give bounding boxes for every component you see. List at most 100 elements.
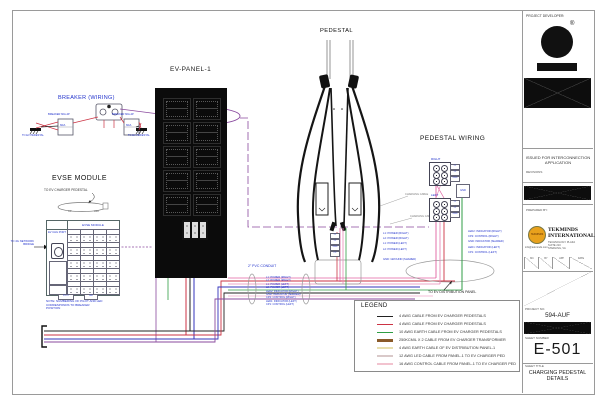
- tb-divider: [522, 204, 593, 205]
- legend-item: 16 AWG CONTROL CABLE FROM PANEL-1 TO EV …: [369, 360, 517, 368]
- wire-label: L2: POWER (LEFT): [383, 247, 407, 251]
- sheet-title-label: SHEET TITLE: [525, 364, 544, 368]
- sheet-title: CHARGING PEDESTAL DETAILS: [528, 370, 587, 383]
- right-pin-gnd: GND: [450, 176, 460, 182]
- legend-item: 4 AWG CABLE FROM EV CHARGER PEDESTALS: [369, 320, 517, 328]
- legend-swatch: [377, 347, 393, 349]
- legend-label: 4 AWG CABLE FROM EV CHARGER PEDESTALS: [399, 322, 486, 326]
- legend-item: 10 AWG EARTH CABLE FROM EV CHARGER PEDES…: [369, 328, 517, 336]
- breaker-tag-right: BREAKER 60A-2P: [112, 113, 134, 116]
- power-label-stack: L1: POWER (RIGHT) L2: POWER (RIGHT) L1: …: [383, 231, 409, 252]
- breaker-wiring-title: BREAKER (WIRING): [58, 95, 115, 101]
- company-address: TECHNOLOGY PLAZA SUITE 210 STERLING, VA: [548, 241, 575, 251]
- panel-breaker-cell: [193, 194, 221, 216]
- legend-label: 12 AWG LED CABLE FROM PANEL-1 TO EV CHAR…: [399, 354, 505, 358]
- legend-rows: 4 AWG CABLE FROM EV CHARGER PEDESTALS 4 …: [369, 312, 517, 368]
- evse-pilot-box: PILOT: [58, 294, 74, 300]
- evse-terminal-block: [80, 281, 94, 295]
- evse-terminal-block: [80, 255, 94, 269]
- pedestal-pin-l2: L2: [330, 239, 340, 245]
- rev-col-app: APP: [552, 257, 570, 269]
- wire-label: GND: INDICATOR (SHARED): [468, 240, 504, 244]
- network-icon: [54, 246, 63, 257]
- to-4g-network-bridge-label: TO 4G NETWORK BRIDGE: [10, 239, 34, 247]
- address-line: STERLING, VA: [548, 247, 566, 251]
- evse-terminal-block: [80, 229, 94, 243]
- panel-terminal-block: [182, 220, 208, 240]
- pedestal-pin-cp: CP: [330, 251, 340, 257]
- breaker-right-rating: 60A: [126, 123, 132, 127]
- company-name-line2: INTERNATIONAL: [548, 233, 595, 239]
- evse-terminal-grid: [67, 229, 120, 295]
- panel-breaker-cell: [163, 146, 191, 168]
- prepared-by-label: PREPARED BY:: [526, 208, 548, 212]
- panel-breaker-cell: [163, 98, 191, 120]
- company-name-line1: TEKMINDS: [548, 227, 578, 233]
- panel-breaker-cell: [193, 146, 221, 168]
- breaker-left-rating: 60A: [60, 123, 66, 127]
- to-ev-pedestal-right-label: TO EV PEDESTAL: [128, 134, 150, 137]
- to-ev-charger-pedestal-label: TO EV CHARGER PEDESTAL: [44, 188, 88, 192]
- tb-divider: [522, 148, 593, 149]
- legend-label: 4 AWG EARTH CABLE OF EV DISTRIBUTION PAN…: [399, 346, 496, 350]
- project-developer-label: PROJECT DEVELOPER:: [526, 14, 565, 18]
- evse-terminal-block: [80, 268, 94, 282]
- evse-terminal-block: [80, 242, 94, 256]
- legend-item: 4 AWG CABLE FROM EV CHARGER PEDESTALS: [369, 312, 517, 320]
- evse-terminal-block: [106, 229, 120, 243]
- pedestal-wiring-right-block: [429, 162, 451, 186]
- terminal-circle: [433, 165, 440, 172]
- evse-terminal-block: [67, 242, 81, 256]
- evse-terminal-block: [93, 229, 107, 243]
- conduit-bundle-label-stack: L1: POWER (RIGHT) L2: POWER (RIGHT) L1: …: [266, 276, 301, 307]
- panel-breaker-cell: [193, 122, 221, 144]
- to-ev-distribution-panel-label: TO EV DISTRIBUTION PANEL: [428, 290, 477, 294]
- developer-logo: [541, 26, 573, 58]
- right-pin-l2: L2: [450, 170, 460, 176]
- legend-item: 12 AWG LED CABLE FROM PANEL-1 TO EV CHAR…: [369, 352, 517, 360]
- left-pin-gnd: GND: [450, 212, 460, 218]
- rev-col-no: NO.: [524, 257, 539, 269]
- evse-note: NOTE: NUMBERING OF PILOT AND LED CORRESP…: [46, 299, 103, 311]
- terminal-circle: [441, 165, 448, 172]
- terminal-cell: [200, 222, 206, 238]
- wire-label: L2: POWER (RIGHT): [383, 237, 409, 241]
- evse-terminal-block: [106, 281, 120, 295]
- wire-label: L2: POWER (LEFT): [266, 286, 289, 290]
- legend-label: 10 AWG EARTH CABLE FROM EV CHARGER PEDES…: [399, 330, 502, 334]
- tb-divider: [522, 363, 593, 364]
- ev-panel-body: [155, 88, 227, 278]
- evse-left-aux-block: [49, 261, 67, 285]
- legend-label: 250KCMIL X 2 CABLE FROM EV CHARGER TRANS…: [399, 338, 506, 342]
- wire-label: GND: INDICATOR (SHARED): [266, 293, 301, 297]
- terminal-circle: [441, 178, 448, 185]
- evse-terminal-block: [106, 268, 120, 282]
- breaker-tag-left: BREAKER 60A-2P: [48, 113, 70, 116]
- to-ev-pedestal-left-label: TO EV PEDESTAL: [22, 134, 44, 137]
- pedestal-pin-l1: L1: [330, 233, 340, 239]
- evse-terminal-block: [93, 281, 107, 295]
- evse-terminal-block: [67, 255, 81, 269]
- legend-item: 250KCMIL X 2 CABLE FROM EV CHARGER TRANS…: [369, 336, 517, 344]
- sheet-border-frame: [12, 10, 595, 395]
- developer-image-placeholder: [524, 78, 591, 108]
- developer-wordmark-bar: [537, 63, 577, 71]
- wire-label: CP2: CONTROL (RIGHT): [266, 296, 296, 300]
- pvc-conduit-label: 2" PVC CONDUIT: [248, 264, 277, 268]
- legend-title: LEGEND: [361, 303, 388, 309]
- rev-col-date: DATE: [569, 257, 592, 269]
- address-line: TECHNOLOGY PLAZA: [548, 241, 576, 244]
- wire-label: CP2: CONTROL (RIGHT): [468, 235, 499, 239]
- wire-label: CP1: CONTROL (LEFT): [468, 250, 497, 254]
- sheet-number: E-501: [533, 341, 582, 358]
- terminal-circle: [441, 214, 448, 221]
- wire-label: CP1: CONTROL (LEFT): [266, 303, 294, 307]
- terminal-cell: [184, 222, 190, 238]
- address-line: SUITE 210: [548, 244, 561, 248]
- wire-label: L1: POWER (LEFT): [266, 282, 289, 286]
- evse-terminal-block: [93, 242, 107, 256]
- ev-panel-title: EV-PANEL-1: [170, 66, 212, 73]
- company-contact: info@tekminds.com: [525, 246, 548, 249]
- legend-swatch: [377, 323, 393, 325]
- ground-shared-label: GND: GROUND (SHARED): [383, 258, 417, 261]
